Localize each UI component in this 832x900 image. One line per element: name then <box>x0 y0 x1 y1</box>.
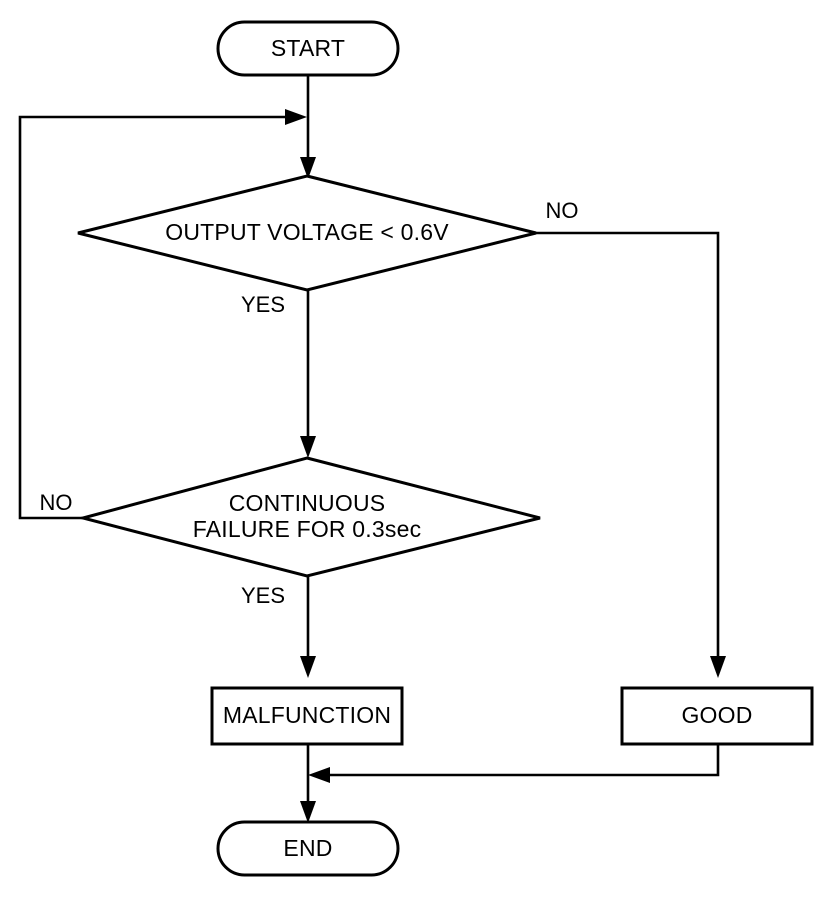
decision-voltage-shape <box>77 174 537 292</box>
edge-good-to-end-junction <box>308 744 720 783</box>
branch-label-voltage-no: NO <box>546 198 579 223</box>
edge-continuous-no-loopback <box>18 109 307 520</box>
node-end[interactable]: END <box>216 820 400 877</box>
good-label: GOOD <box>681 702 752 728</box>
edge-continuous-yes-to-malfunction <box>300 575 316 678</box>
branch-label-continuous-yes: YES <box>241 583 285 608</box>
malfunction-box-shape <box>210 686 404 746</box>
arrowhead-down-icon <box>300 157 316 179</box>
decision-continuous-label-line1: CONTINUOUS <box>229 490 386 516</box>
branch-label-voltage-yes: YES <box>241 292 285 317</box>
branch-label-continuous-no: NO <box>40 490 73 515</box>
decision-voltage-label: OUTPUT VOLTAGE < 0.6V <box>165 219 449 245</box>
node-malfunction[interactable]: MALFUNCTION <box>210 686 404 746</box>
arrowhead-down-icon <box>300 656 316 678</box>
end-terminator-shape <box>216 820 400 877</box>
arrowhead-down-icon <box>710 656 726 678</box>
decision-continuous-shape <box>77 456 541 578</box>
arrowhead-right-icon <box>285 109 307 125</box>
malfunction-label: MALFUNCTION <box>223 702 391 728</box>
start-label: START <box>271 35 345 61</box>
good-box-shape <box>620 686 814 746</box>
node-decision-voltage[interactable]: OUTPUT VOLTAGE < 0.6V <box>77 174 537 292</box>
arrowhead-down-icon <box>300 436 316 458</box>
node-good[interactable]: GOOD <box>620 686 814 746</box>
edge-start-to-decision <box>300 75 316 179</box>
node-start[interactable]: START <box>216 20 400 77</box>
edge-voltage-yes-to-continuous <box>300 290 316 458</box>
end-label: END <box>283 835 332 861</box>
decision-continuous-label-line2: FAILURE FOR 0.3sec <box>193 516 422 542</box>
edge-malfunction-to-end <box>300 744 316 823</box>
edge-voltage-no-to-good <box>535 231 726 678</box>
arrowhead-down-icon <box>300 801 316 823</box>
arrowhead-left-icon <box>308 767 330 783</box>
node-decision-continuous[interactable]: CONTINUOUS FAILURE FOR 0.3sec <box>77 456 541 578</box>
start-terminator-shape <box>216 20 400 77</box>
